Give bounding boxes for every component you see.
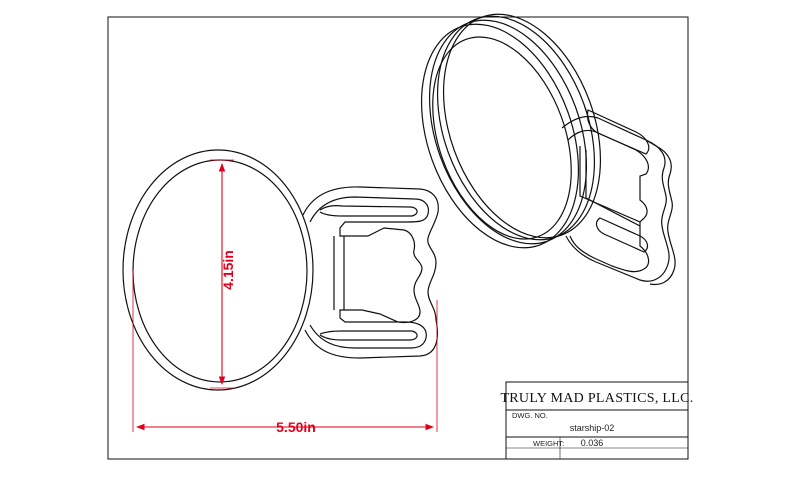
iso-saucer-inner [432,36,572,240]
iso-lower-rail [585,150,641,227]
title-block: TRULY MAD PLASTICS, LLC. DWG. NO. starsh… [500,381,693,460]
iso-nacelle-top [586,109,650,155]
dimension-horizontal: 5.50in [132,270,438,435]
drawing-border [107,16,689,460]
iso-saucer-outer-4 [442,13,602,239]
upper-nacelle-slot [319,205,418,217]
lower-nacelle-slot [319,330,418,341]
height-dimension-label: 4.15in [220,250,236,290]
saucer-outer [122,149,314,391]
weight-label: WEIGHT: [533,439,564,448]
title-block-frame [505,381,689,460]
front-view [122,149,439,391]
iso-saucer-outer-1 [420,23,580,249]
iso-rear-edge [645,139,676,286]
dimension-vertical: 4.15in [210,159,236,389]
dwg-no-value: starship-02 [570,423,615,433]
hull-inner [309,196,430,349]
company-name: TRULY MAD PLASTICS, LLC. [500,391,693,406]
iso-nacelle-bottom [595,217,649,253]
isometric-view [420,13,676,286]
width-dimension-label: 5.50in [276,419,316,435]
weight-value: 0.036 [581,438,604,448]
hull-outer [302,186,439,359]
iso-upper-rail [579,146,641,223]
dwg-no-label: DWG. NO. [512,411,548,420]
